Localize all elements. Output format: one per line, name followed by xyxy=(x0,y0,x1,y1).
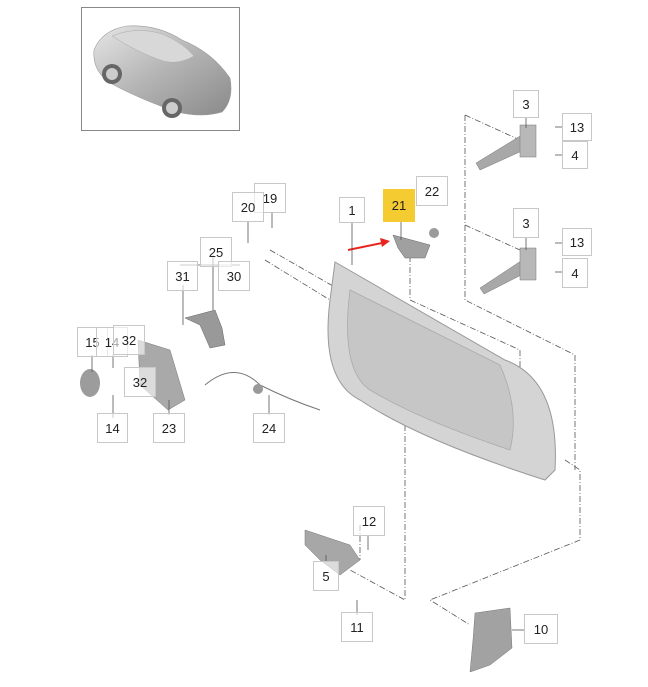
label-32-lower[interactable]: 32 xyxy=(124,367,156,397)
label-32-upper[interactable]: 32 xyxy=(113,325,145,355)
cable-24 xyxy=(204,372,321,411)
bracket-21 xyxy=(392,234,431,259)
label-20[interactable]: 20 xyxy=(232,192,264,222)
label-24[interactable]: 24 xyxy=(253,413,285,443)
label-23[interactable]: 23 xyxy=(153,413,185,443)
label-4-upper[interactable]: 4 xyxy=(562,141,588,169)
screw-22 xyxy=(429,228,439,238)
hinge-upper xyxy=(475,124,537,171)
car-thumbnail xyxy=(81,7,240,131)
label-14-lower[interactable]: 14 xyxy=(97,413,128,443)
label-4-lower[interactable]: 4 xyxy=(562,258,588,288)
red-arrow xyxy=(347,241,388,251)
label-11[interactable]: 11 xyxy=(341,612,373,642)
hinge-lower xyxy=(479,247,537,295)
check-strap-5 xyxy=(304,529,361,576)
door-panel xyxy=(327,261,556,481)
red-arrow-head xyxy=(380,238,390,247)
label-10[interactable]: 10 xyxy=(524,614,558,644)
label-31[interactable]: 31 xyxy=(167,261,198,291)
label-12[interactable]: 12 xyxy=(353,506,385,536)
label-3-upper[interactable]: 3 xyxy=(513,90,539,118)
label-13-lower[interactable]: 13 xyxy=(562,228,592,256)
cover-10 xyxy=(469,607,513,673)
label-25[interactable]: 25 xyxy=(200,237,232,267)
striker-15 xyxy=(80,369,100,397)
label-1[interactable]: 1 xyxy=(339,197,365,223)
label-13-upper[interactable]: 13 xyxy=(562,113,592,141)
label-30[interactable]: 30 xyxy=(218,261,250,291)
label-5[interactable]: 5 xyxy=(313,561,339,591)
car-icon xyxy=(93,25,232,118)
leader-lines xyxy=(91,118,562,631)
label-3-lower[interactable]: 3 xyxy=(513,208,539,238)
handle-25 xyxy=(184,309,226,349)
label-21-highlighted[interactable]: 21 xyxy=(383,189,415,222)
label-22[interactable]: 22 xyxy=(416,176,448,206)
